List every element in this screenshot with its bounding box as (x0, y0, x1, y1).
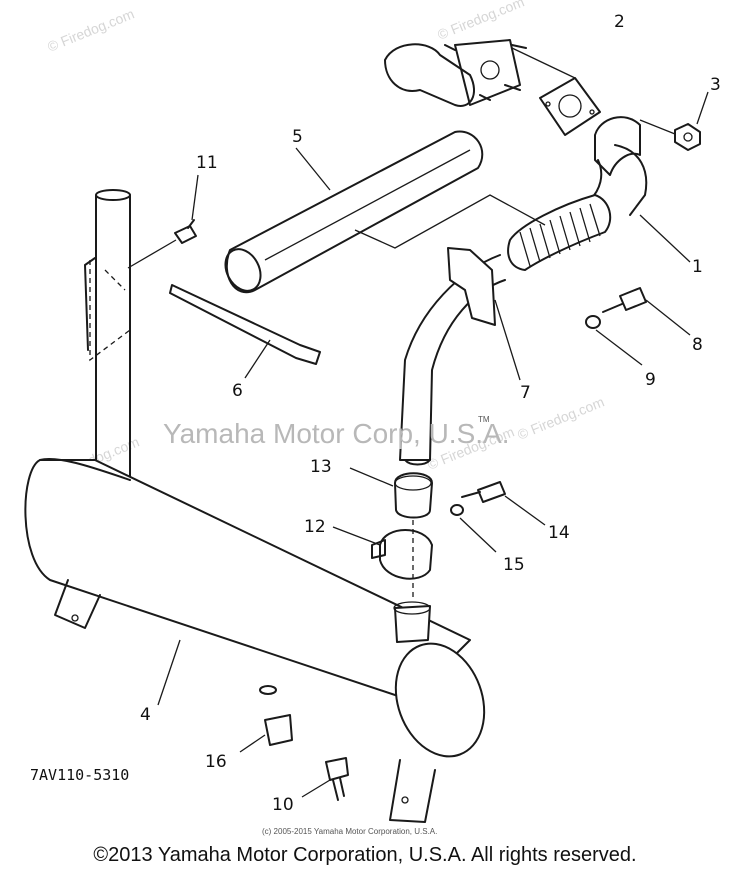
muffler-part-4 (24, 189, 486, 823)
watermark-yamaha: Yamaha Motor Corp, U.S.A. (163, 418, 510, 449)
callout-13: 13 (310, 457, 332, 477)
bolt-part-8 (602, 287, 691, 336)
callout-15: 15 (503, 555, 525, 575)
bolt-part-11 (127, 174, 199, 269)
nut-part-3 (639, 91, 709, 151)
callout-7: 7 (520, 383, 531, 403)
bolt-part-14 (461, 481, 546, 526)
callout-5: 5 (292, 127, 303, 147)
callout-4: 4 (140, 705, 151, 725)
bolt-part-10 (301, 757, 349, 801)
watermark-firedog: © Firedog.com (45, 5, 136, 54)
diagram-id: 7AV110-5310 (30, 766, 129, 784)
joint-parts-12-13 (332, 467, 433, 643)
heat-insulator-part-5 (224, 130, 546, 294)
watermark-firedog: © Firedog.com (435, 0, 526, 43)
flange-part-7 (447, 247, 521, 381)
callout-1: 1 (692, 257, 703, 277)
callout-16: 16 (205, 752, 227, 772)
band-part-6 (169, 284, 321, 379)
callout-2: 2 (614, 12, 625, 32)
callout-8: 8 (692, 335, 703, 355)
exhaust-pipe-part-1 (399, 116, 691, 466)
callout-9: 9 (645, 370, 656, 390)
callout-12: 12 (304, 517, 326, 537)
callout-6: 6 (232, 381, 243, 401)
engine-exhaust-port (384, 39, 527, 107)
copyright-footer: ©2013 Yamaha Motor Corporation, U.S.A. A… (93, 844, 637, 866)
callout-14: 14 (548, 523, 570, 543)
small-copyright: (c) 2005-2015 Yamaha Motor Corporation, … (262, 827, 437, 836)
washer-part-15 (450, 504, 497, 553)
plug-part-16 (239, 714, 293, 753)
callout-3: 3 (710, 75, 721, 95)
callout-10: 10 (272, 795, 294, 815)
watermark-tm: TM (478, 415, 490, 424)
gasket-part-2 (511, 47, 601, 136)
callout-11: 11 (196, 153, 218, 173)
washer-part-9 (585, 315, 643, 366)
